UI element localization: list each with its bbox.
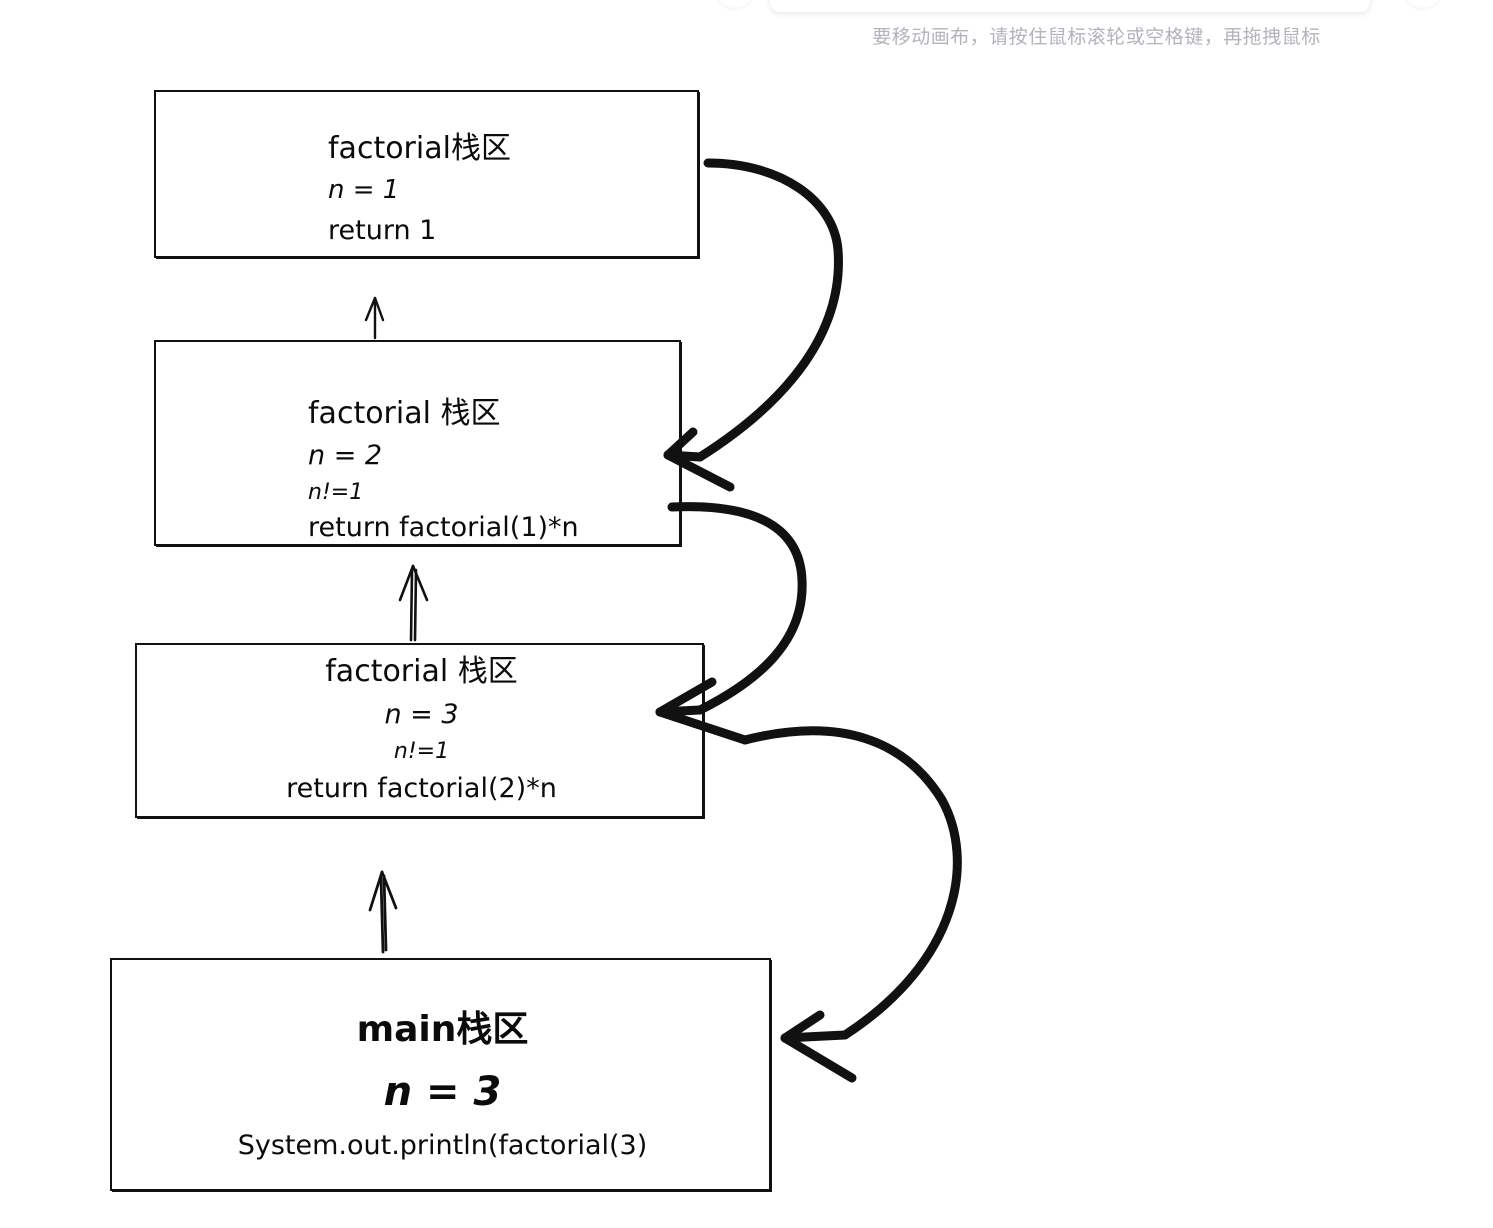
frame-return-stmt: return factorial(2)*n	[286, 773, 557, 804]
toolbar-panel[interactable]	[770, 0, 1370, 12]
frame-n-value: n = 1	[328, 175, 400, 205]
frame-n-value: n = 3	[383, 1069, 502, 1115]
arrow-up-f2-to-f1	[364, 296, 385, 340]
arrow-curve-f3-to-main	[740, 726, 962, 1083]
toolbar-left-button[interactable]	[716, 0, 754, 8]
frame-return-stmt: return 1	[328, 215, 437, 246]
frame-call-stmt: System.out.println(factorial(3)	[237, 1130, 648, 1161]
stack-frame-factorial-2[interactable]: factorial 栈区 n = 2 n!=1 return factorial…	[154, 340, 681, 546]
frame-title: factorial栈区	[328, 131, 511, 166]
frame-title: factorial 栈区	[308, 396, 501, 431]
arrow-up-f3-to-f2	[398, 564, 429, 642]
frame-return-stmt: return factorial(1)*n	[308, 512, 579, 543]
toolbar-right-button[interactable]	[1404, 0, 1442, 8]
stack-frame-main[interactable]: main栈区 n = 3 System.out.println(factoria…	[110, 958, 771, 1191]
stack-frame-factorial-1[interactable]: factorial栈区 n = 1 return 1	[154, 90, 699, 258]
stack-frame-factorial-3[interactable]: factorial 栈区 n = 3 n!=1 return factorial…	[135, 643, 704, 818]
canvas-pan-hint: 要移动画布，请按住鼠标滚轮或空格键，再拖拽鼠标	[872, 26, 1321, 48]
frame-condition: n!=1	[393, 739, 450, 764]
frame-condition: n!=1	[308, 480, 364, 505]
frame-title: factorial 栈区	[325, 654, 518, 689]
frame-title: main栈区	[356, 1009, 529, 1050]
frame-n-value: n = 2	[308, 440, 383, 471]
arrow-up-main-to-f3	[368, 870, 398, 954]
frame-n-value: n = 3	[384, 699, 459, 730]
